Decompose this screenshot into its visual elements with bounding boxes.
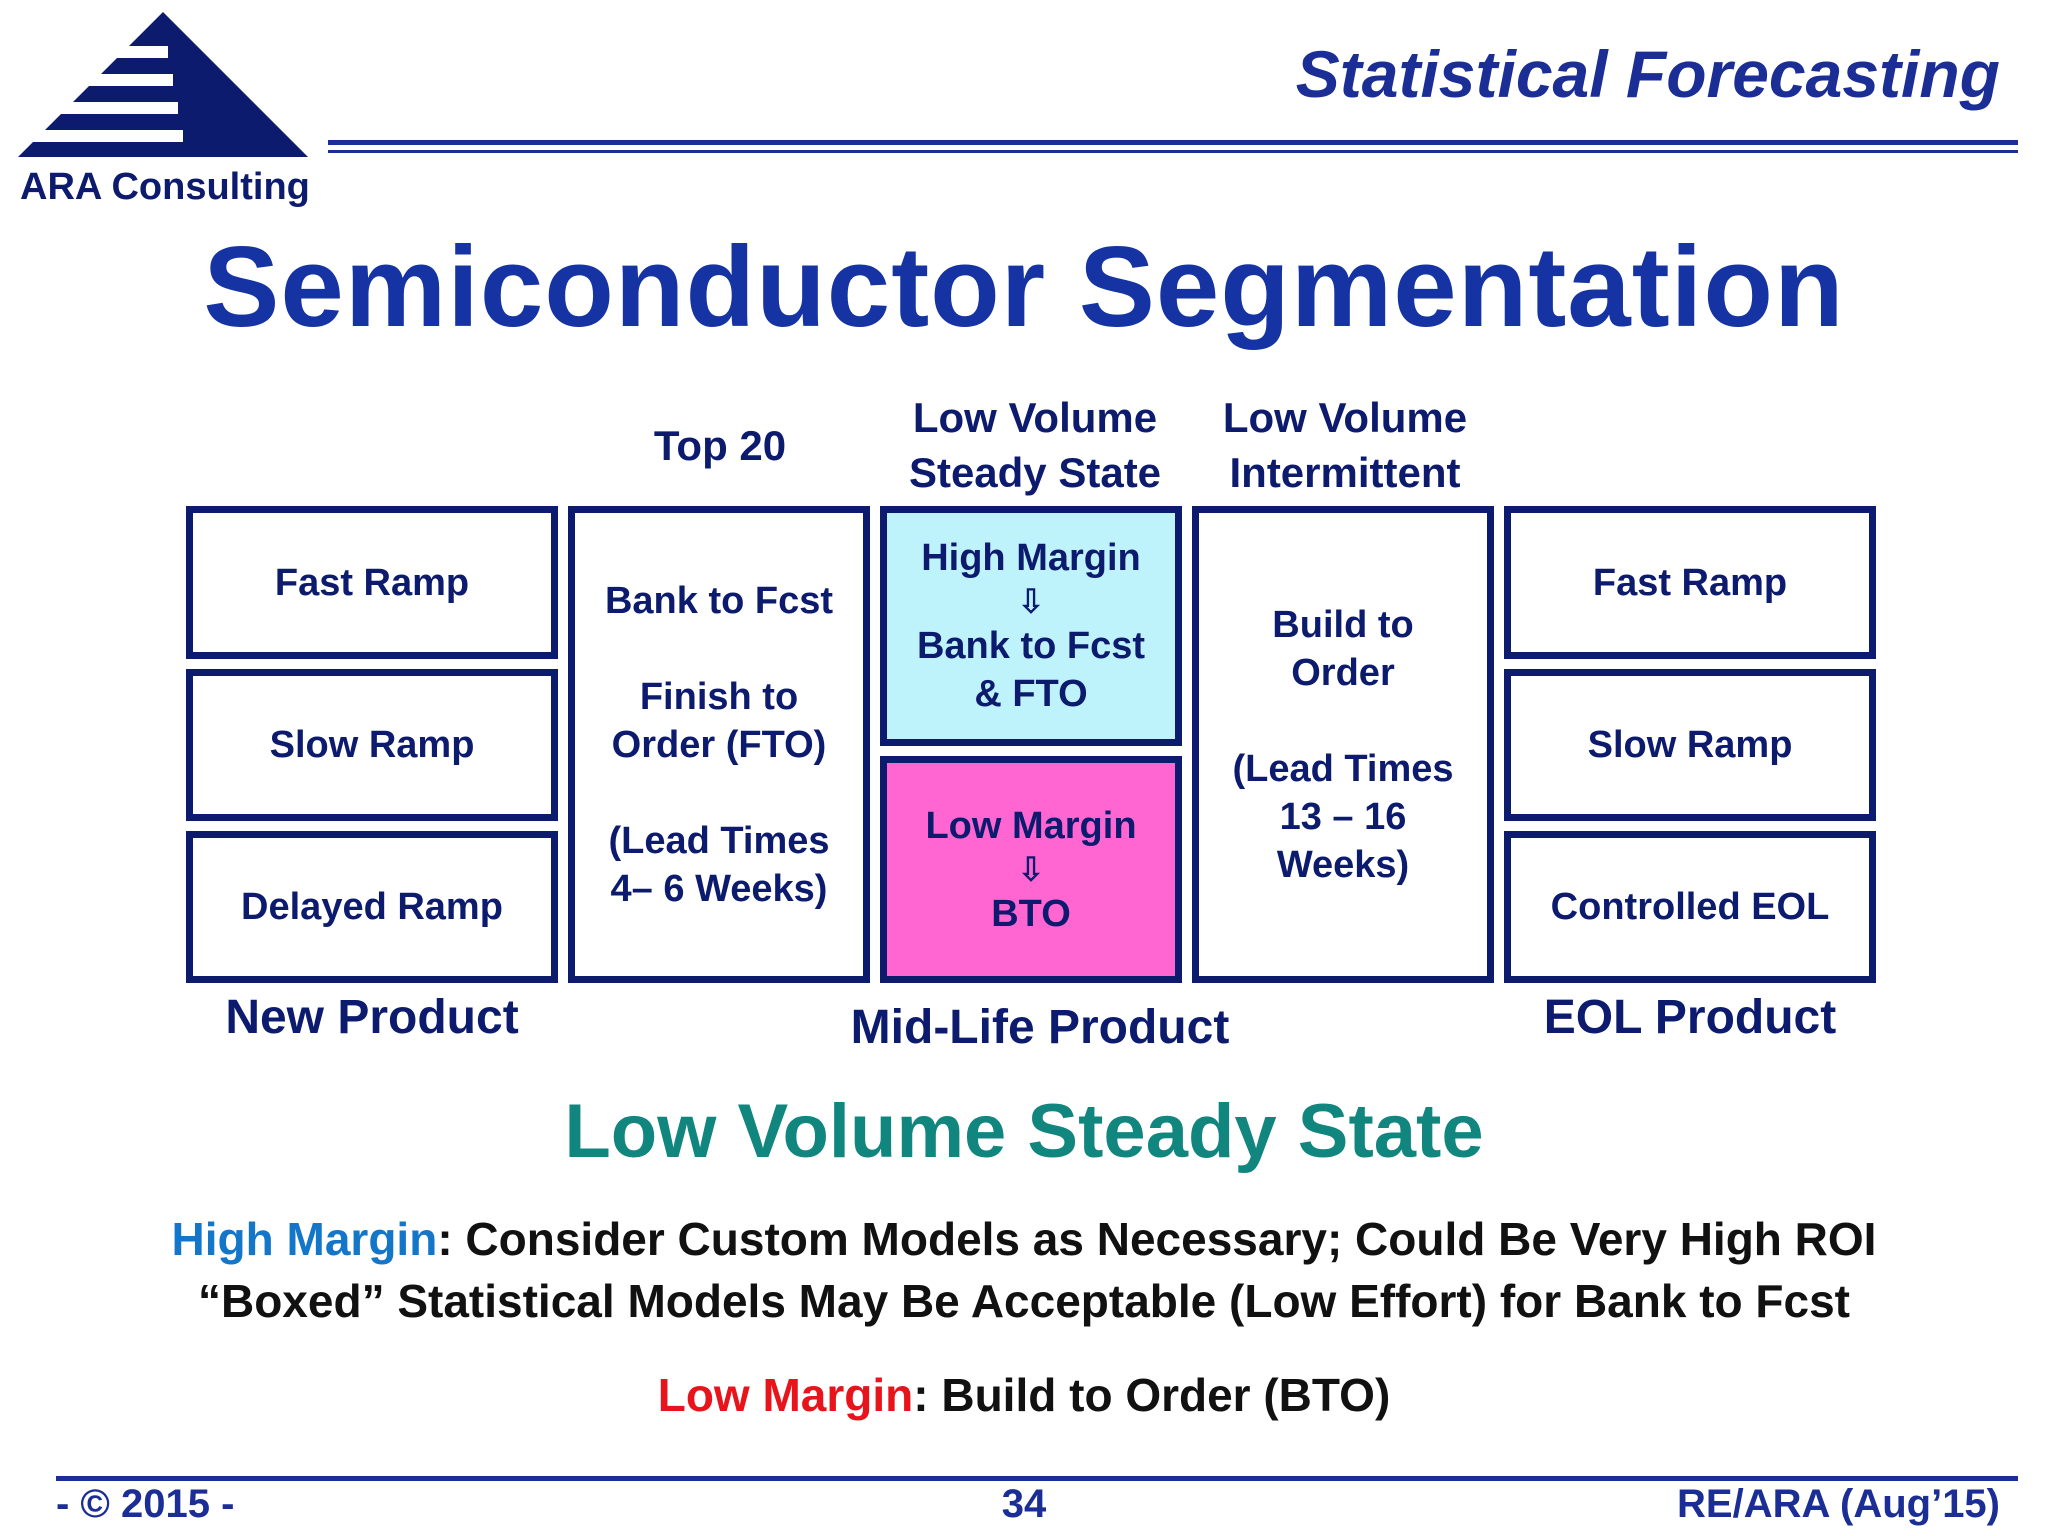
box-line: Low Margin	[925, 804, 1137, 847]
boxed-models-note: “Boxed” Statistical Models May Be Accept…	[197, 1275, 1850, 1327]
focus-title: Low Volume Steady State	[564, 1089, 1484, 1174]
box-line: 13 – 16	[1279, 795, 1407, 838]
mid-life-product-label: Mid-Life Product	[850, 1001, 1230, 1054]
box-line: 4– 6 Weeks)	[610, 867, 828, 910]
box-label: Delayed Ramp	[241, 886, 503, 928]
header-rule-thin	[328, 150, 2018, 153]
eol-fast-ramp-box: Fast Ramp	[1504, 506, 1876, 659]
box-line: Bank to Fcst	[916, 625, 1146, 667]
box-line: Order (FTO)	[611, 723, 827, 766]
top20-box: Bank to Fcst Finish to Order (FTO) (Lead…	[568, 506, 870, 983]
high-margin-text: : Consider Custom Models as Necessary; C…	[437, 1213, 1877, 1265]
box-label: Fast Ramp	[274, 561, 470, 604]
eol-slow-ramp-box: Slow Ramp	[1504, 669, 1876, 821]
down-arrow-icon: ⇩	[1016, 850, 1046, 889]
page-number: 34	[1001, 1482, 1047, 1526]
column-heading-low-volume-intermittent: Low Volume Intermittent	[1195, 390, 1495, 500]
new-product-delayed-ramp-box: Delayed Ramp	[186, 831, 558, 983]
box-line: (Lead Times	[608, 819, 830, 862]
ara-logo	[18, 12, 308, 157]
footer-reference: RE/ARA (Aug’15)	[1677, 1482, 2000, 1526]
new-product-label: New Product	[225, 991, 519, 1044]
box-label: Fast Ramp	[1592, 561, 1788, 604]
box-line: High Margin	[921, 537, 1141, 579]
box-line: (Lead Times	[1232, 747, 1454, 790]
high-margin-term: High Margin	[171, 1213, 438, 1265]
box-label: Controlled EOL	[1550, 886, 1830, 928]
column-heading-line: Low Volume	[1222, 394, 1468, 441]
box-line: BTO	[991, 892, 1071, 935]
low-margin-box: Low Margin ⇩ BTO	[880, 756, 1182, 983]
footer-rule	[56, 1476, 2018, 1481]
box-line: Order	[1291, 651, 1395, 694]
high-margin-note: High Margin: Consider Custom Models as N…	[0, 1212, 2048, 1266]
column-heading-line: Low Volume	[912, 394, 1158, 441]
column-heading-line: Intermittent	[1229, 449, 1461, 496]
low-margin-note: Low Margin: Build to Order (BTO)	[0, 1368, 2048, 1422]
footer-copyright: - © 2015 -	[56, 1482, 235, 1526]
company-name: ARA Consulting	[20, 166, 310, 208]
eol-controlled-eol-box: Controlled EOL	[1504, 831, 1876, 983]
box-line: Build to	[1272, 603, 1414, 646]
eol-product-label: EOL Product	[1543, 991, 1837, 1044]
column-heading-top20: Top 20	[653, 422, 787, 469]
column-heading-line: Steady State	[908, 449, 1162, 496]
high-margin-box: High Margin ⇩ Bank to Fcst & FTO	[880, 506, 1182, 746]
box-line: & FTO	[974, 673, 1088, 715]
box-label: Slow Ramp	[1587, 724, 1793, 766]
header-rule	[328, 140, 2018, 145]
box-line: Finish to	[639, 675, 799, 718]
low-margin-text: : Build to Order (BTO)	[913, 1369, 1391, 1421]
header-title: Statistical Forecasting	[1295, 37, 2000, 111]
low-margin-term: Low Margin	[657, 1369, 914, 1421]
new-product-slow-ramp-box: Slow Ramp	[186, 669, 558, 821]
box-line: Bank to Fcst	[604, 579, 834, 622]
new-product-fast-ramp-box: Fast Ramp	[186, 506, 558, 659]
slide-title: Semiconductor Segmentation	[203, 224, 1845, 351]
box-label: Slow Ramp	[269, 724, 475, 766]
intermittent-box: Build to Order (Lead Times 13 – 16 Weeks…	[1192, 506, 1494, 983]
box-line: Weeks)	[1276, 843, 1410, 886]
down-arrow-icon: ⇩	[1016, 583, 1046, 621]
column-heading-low-volume-steady-state: Low Volume Steady State	[880, 390, 1190, 500]
